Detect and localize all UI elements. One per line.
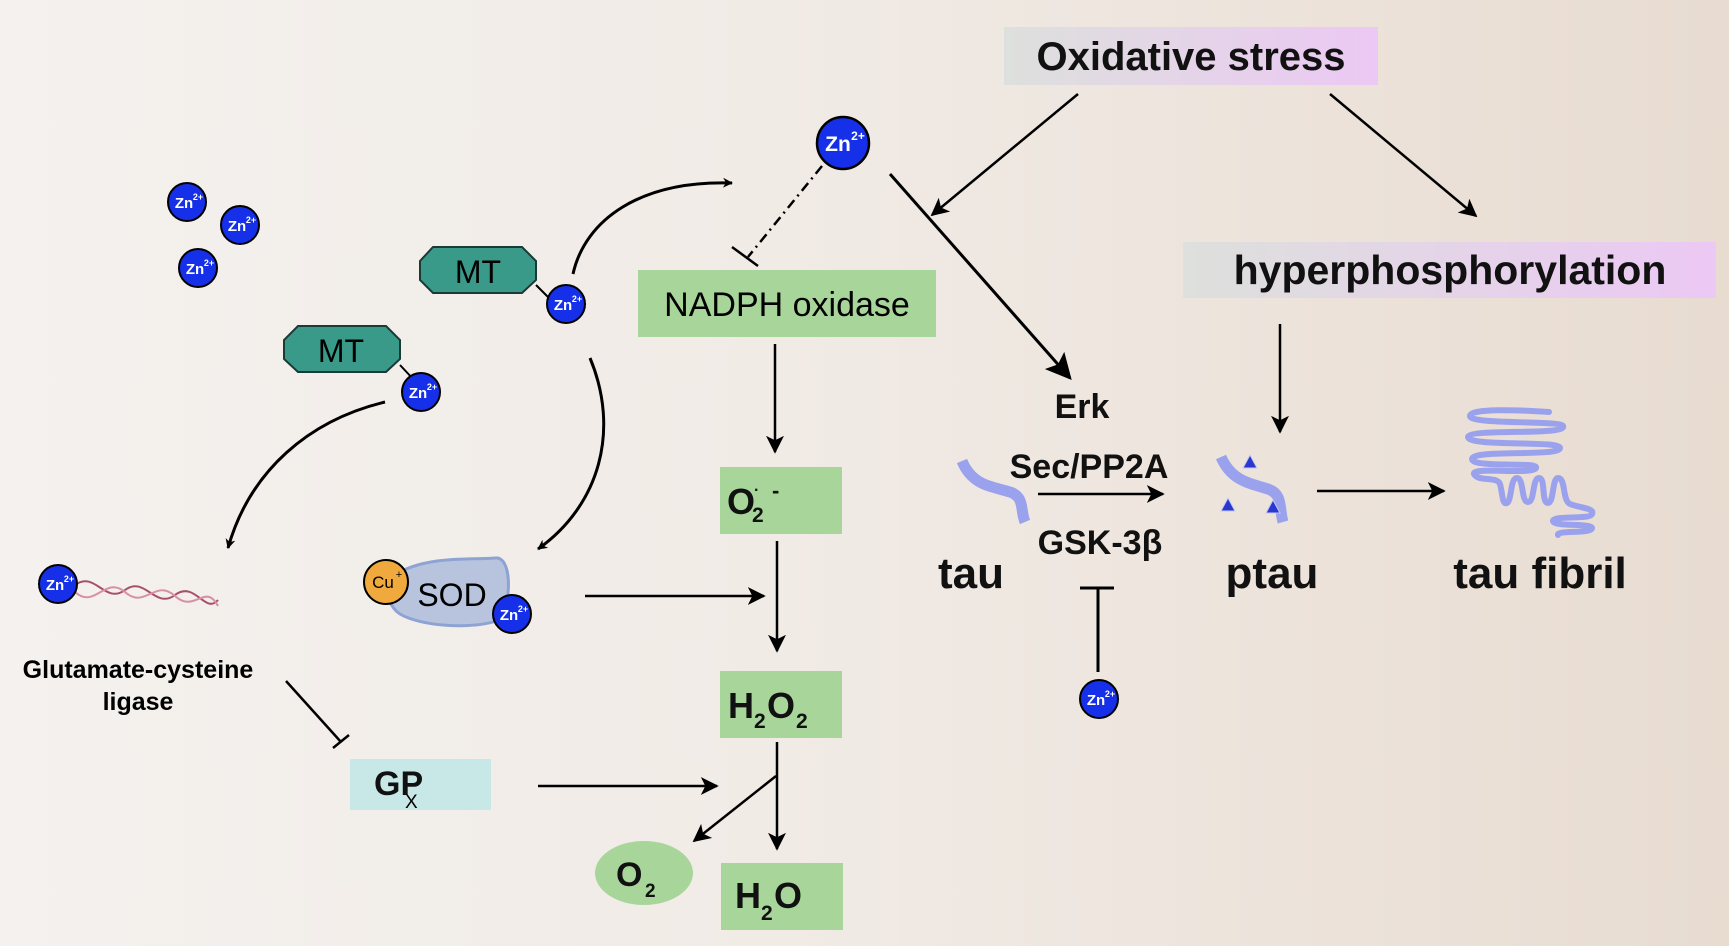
superoxide-subscript: 2 <box>752 504 764 527</box>
gcl-to-gpx-line <box>285 680 342 743</box>
hyperphosphorylation-label: hyperphosphorylation <box>1234 247 1667 293</box>
zinc-ion-icon: Zn 2+ <box>815 115 871 171</box>
mt-release-zinc-arrow <box>571 177 733 275</box>
tau-fibril-label: tau fibril <box>1453 549 1627 598</box>
zn-to-erk-arrow <box>888 173 1072 380</box>
svg-text:Zn: Zn <box>1087 692 1105 709</box>
svg-text:H: H <box>728 685 754 726</box>
svg-text:2: 2 <box>761 902 773 925</box>
oxygen-node: O 2 <box>595 841 693 905</box>
svg-text:2+: 2+ <box>572 294 582 304</box>
ptau-label: ptau <box>1226 549 1319 598</box>
tau-label: tau <box>938 549 1004 598</box>
gcl-to-gpx-bar <box>332 734 350 749</box>
svg-text:Zn: Zn <box>228 218 246 235</box>
gpx-subscript: X <box>405 792 418 813</box>
svg-text:Cu: Cu <box>372 573 394 592</box>
oxidative-stress-box <box>1004 27 1378 85</box>
ptau-strand-icon <box>1215 454 1289 524</box>
superoxide-radical: · <box>754 482 759 499</box>
svg-text:2+: 2+ <box>64 574 74 584</box>
svg-text:H: H <box>735 875 761 916</box>
svg-text:2+: 2+ <box>1105 689 1115 699</box>
metallothionein-top: MT Zn 2+ <box>419 246 586 324</box>
inhibition-bar <box>731 245 759 268</box>
metallothionein-bottom: MT Zn 2+ <box>283 325 441 412</box>
svg-text:2+: 2+ <box>427 382 437 392</box>
h2o2-box <box>720 671 842 738</box>
superoxide-base: O <box>727 481 755 522</box>
h2o2-to-o2-arrow <box>692 775 777 843</box>
hyperphosphorylation-node: hyperphosphorylation <box>1183 242 1716 298</box>
mt-to-sod-arrow <box>537 357 606 551</box>
svg-text:2: 2 <box>754 710 766 733</box>
superoxide-box <box>720 467 842 534</box>
o2-ellipse <box>595 841 693 905</box>
sod-enzyme: Cu + SOD Zn 2+ <box>363 556 532 634</box>
zinc-ion-icon: Zn 2+ <box>167 182 207 222</box>
mt-shape <box>419 246 537 294</box>
zinc-ion-cluster: Zn 2+ Zn 2+ Zn 2+ <box>167 182 260 288</box>
mt-to-gcl-arrow <box>225 400 386 549</box>
tau-fibril-icon <box>1464 407 1596 538</box>
gcl-label-line1: Glutamate-cysteine <box>23 656 254 684</box>
nadph-oxidase-label: NADPH oxidase <box>664 286 910 324</box>
svg-text:O: O <box>616 856 642 894</box>
gpx-node: GP X <box>350 759 491 813</box>
svg-text:Zn: Zn <box>409 385 427 402</box>
tau-strand-icon <box>956 458 1031 525</box>
superoxide-node: O · 2 - <box>720 467 842 534</box>
mt-label: MT <box>318 333 364 369</box>
gcl-label-line2: ligase <box>103 688 174 716</box>
phosphate-marker-icon <box>1265 498 1281 514</box>
zinc-ion-icon: Zn 2+ <box>220 205 260 245</box>
svg-text:Zn: Zn <box>825 133 851 156</box>
svg-text:Zn: Zn <box>186 261 204 278</box>
zn-inhibits-nadph-line <box>747 165 823 258</box>
zinc-ion-icon: Zn 2+ <box>178 248 218 288</box>
svg-text:2+: 2+ <box>193 192 203 202</box>
h2o-box <box>721 863 843 930</box>
zinc-ion-icon: Zn 2+ <box>492 594 532 634</box>
erk-label: Erk <box>1055 388 1110 426</box>
svg-text:Zn: Zn <box>175 195 193 212</box>
svg-text:2: 2 <box>645 881 656 902</box>
zinc-ion-icon: Zn 2+ <box>1079 679 1119 719</box>
gpx-box <box>350 759 491 810</box>
copper-ion-icon: Cu + <box>363 559 409 605</box>
svg-text:Zn: Zn <box>500 607 518 624</box>
svg-text:Zn: Zn <box>554 297 572 314</box>
hyperphosphorylation-box <box>1183 242 1716 298</box>
dna-helix-icon <box>74 580 219 607</box>
svg-text:Zn: Zn <box>46 577 64 594</box>
svg-text:2+: 2+ <box>851 129 865 143</box>
phosphate-marker-icon <box>1242 453 1258 469</box>
gpx-base: GP <box>374 765 423 803</box>
svg-text:2+: 2+ <box>518 604 528 614</box>
svg-text:O: O <box>767 685 795 726</box>
stress-to-hyperphosphorylation-arrow <box>1329 93 1478 218</box>
phosphate-marker-icon <box>1220 496 1236 512</box>
oxidative-stress-node: Oxidative stress <box>1004 27 1378 85</box>
zinc-ion-icon: Zn 2+ <box>401 372 441 412</box>
sod-label: SOD <box>417 577 486 613</box>
mt-shape <box>283 325 401 373</box>
stress-to-zn-erk-arrow <box>930 93 1079 217</box>
nadph-oxidase-box <box>638 270 936 337</box>
svg-text:2+: 2+ <box>246 215 256 225</box>
water-node: H 2 O <box>721 863 843 930</box>
nadph-oxidase-node: NADPH oxidase <box>638 270 936 337</box>
oxidative-stress-label: Oxidative stress <box>1036 35 1345 79</box>
sec-pp2a-label: Sec/PP2A <box>1010 448 1169 486</box>
mt-label: MT <box>455 254 501 290</box>
gsk3b-label: GSK-3β <box>1038 524 1163 562</box>
zinc-ion-icon: Zn 2+ <box>546 284 586 324</box>
zinc-ion-icon: Zn 2+ <box>38 564 78 604</box>
svg-text:O: O <box>774 875 802 916</box>
superoxide-charge: - <box>772 478 779 503</box>
svg-text:2: 2 <box>796 710 808 733</box>
svg-text:2+: 2+ <box>204 258 214 268</box>
hydrogen-peroxide-node: H 2 O 2 <box>720 671 842 738</box>
svg-text:+: + <box>396 569 402 581</box>
